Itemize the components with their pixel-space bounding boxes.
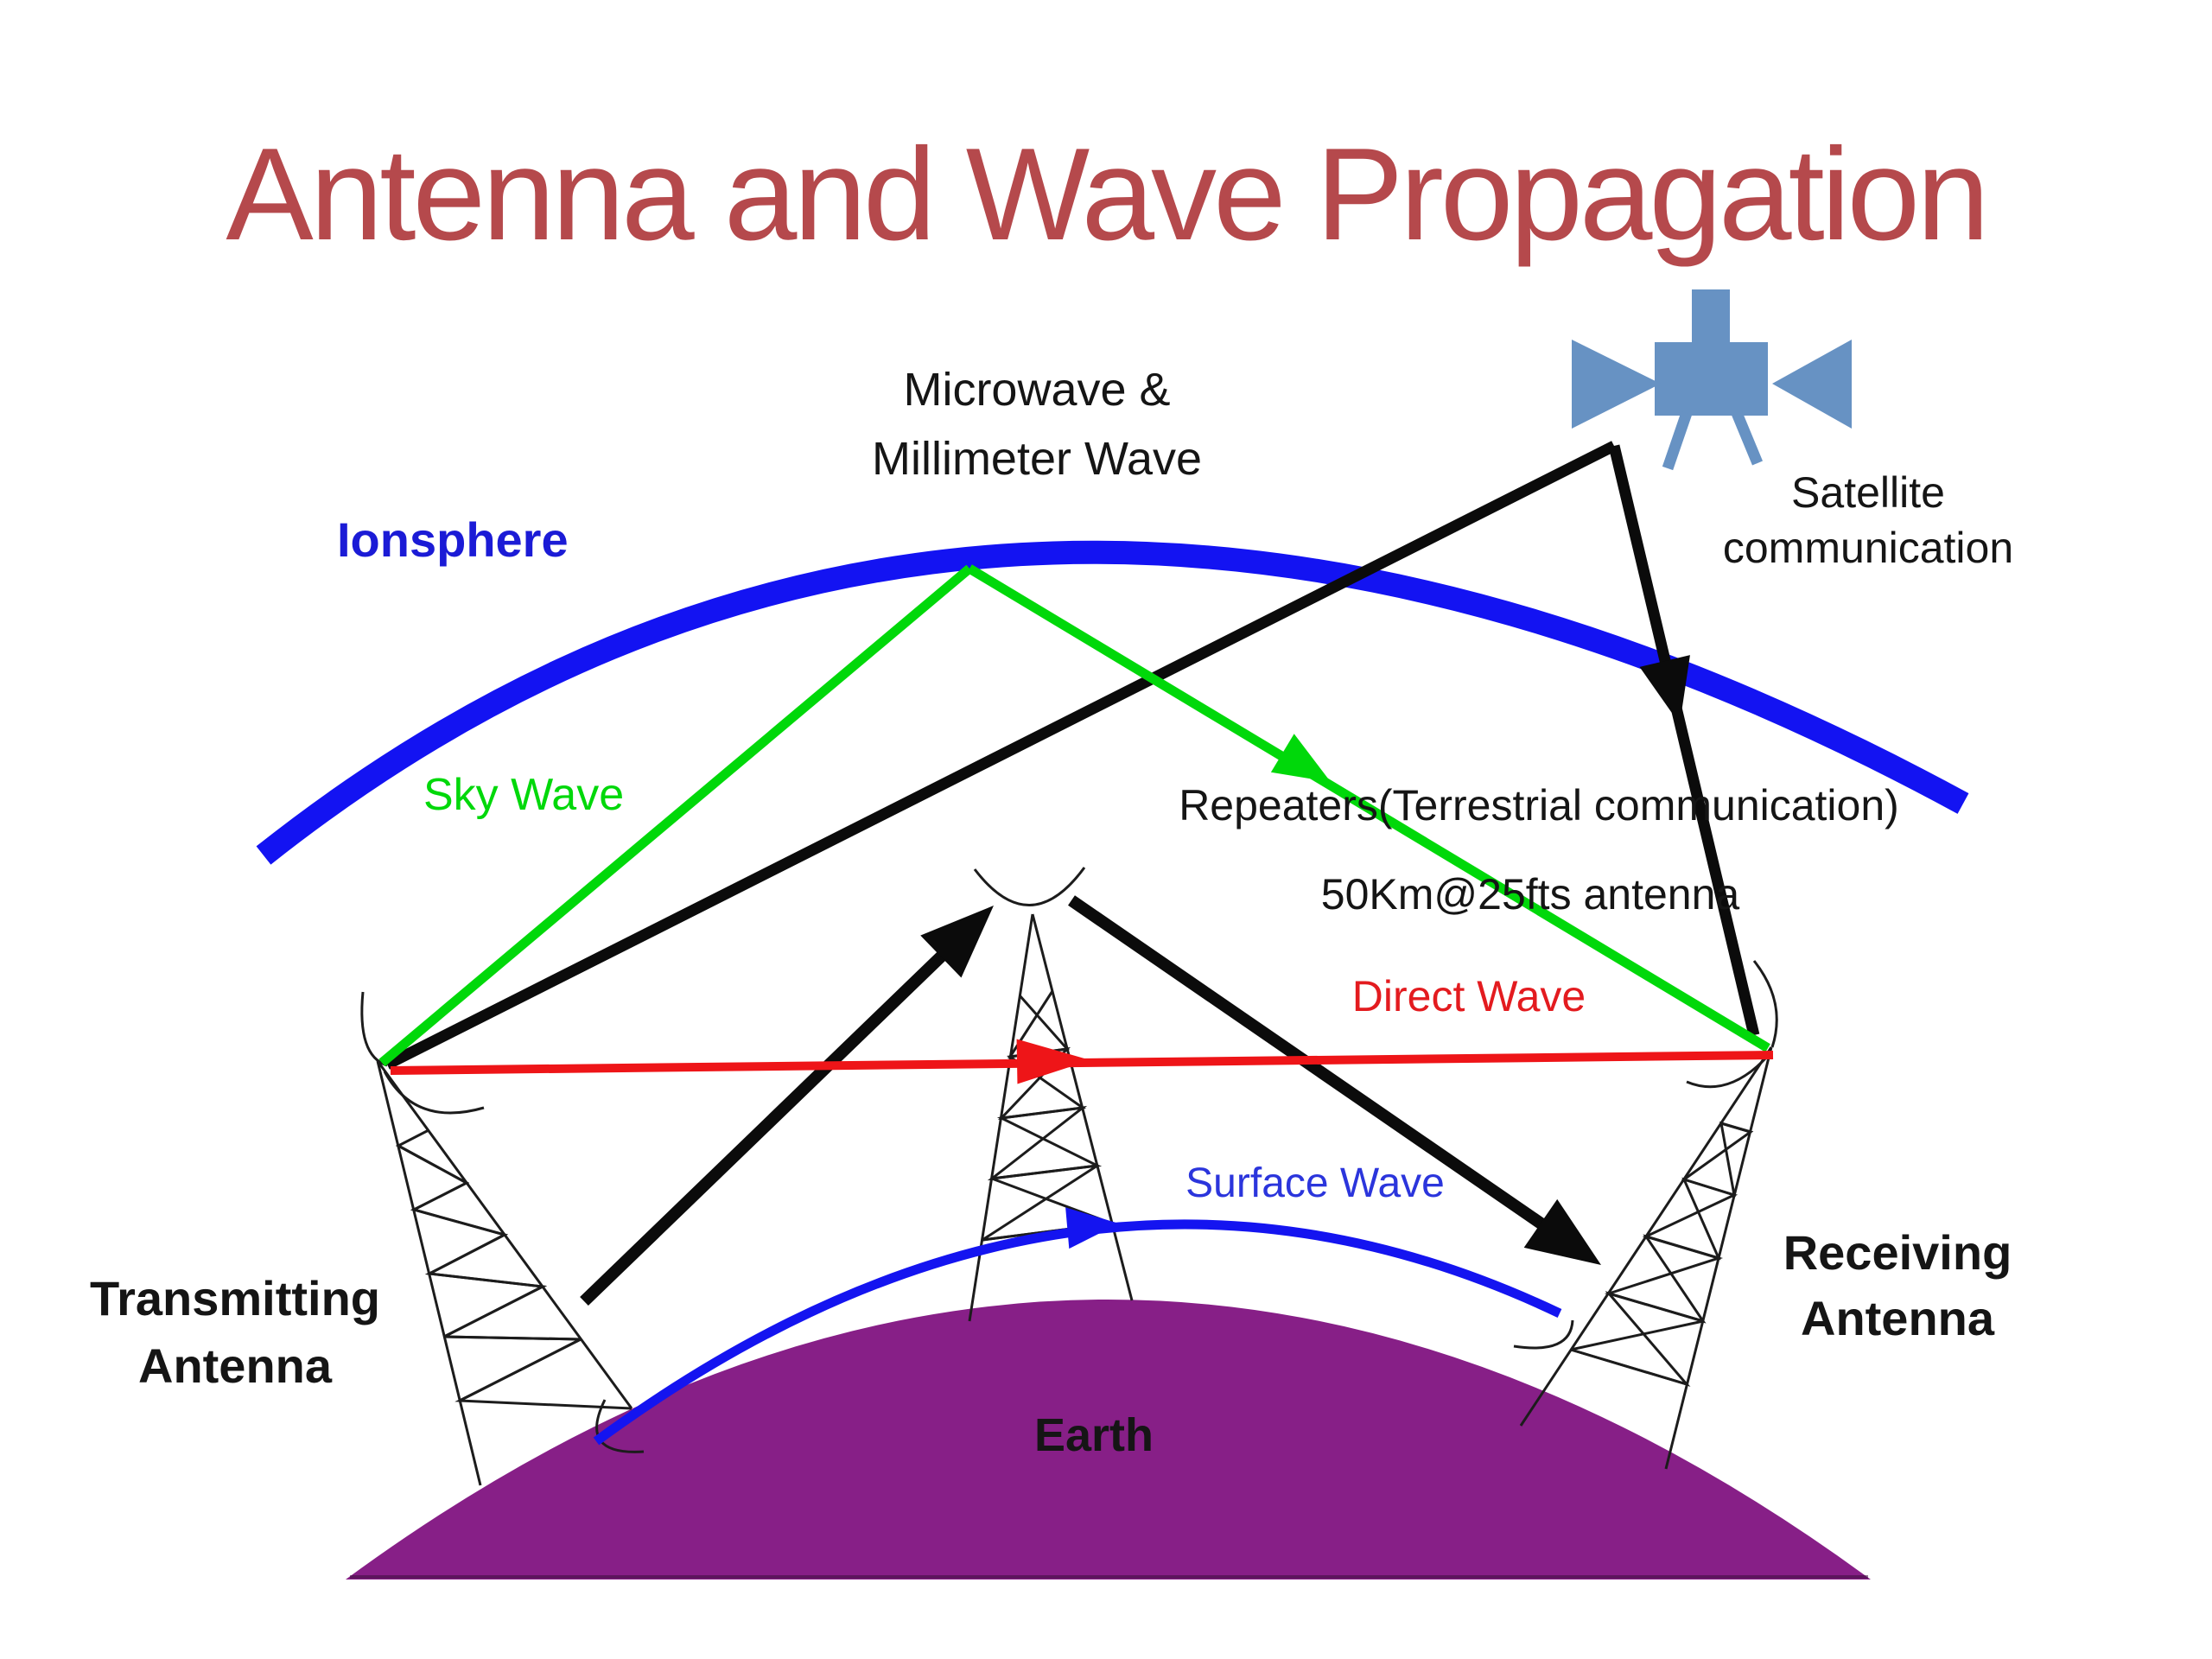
repeater-downlink-arrow-shaft xyxy=(1068,895,1554,1236)
repeater-dish-cup xyxy=(973,867,1086,906)
ionosphere-label: Ionsphere xyxy=(337,512,569,567)
receiving-tower xyxy=(1513,960,1778,1470)
satellite-uplink-line xyxy=(385,441,1617,1070)
receiving-label-line2: Antenna xyxy=(1801,1291,1994,1346)
direct-wave-arrowhead xyxy=(1016,1039,1090,1084)
surface-wave-arrowhead xyxy=(1065,1207,1119,1249)
repeater-uplink-arrow-shaft xyxy=(580,930,968,1306)
microwave-label: Microwave & Millimeter Wave xyxy=(872,356,1202,494)
sky-wave-label: Sky Wave xyxy=(423,770,625,820)
antenna-spec-label: 50Km@25fts antenna xyxy=(1320,870,1740,918)
sky-wave-arrowhead xyxy=(1270,734,1331,782)
microwave-line1: Microwave & xyxy=(903,364,1171,416)
sky-wave-path xyxy=(378,564,1770,1067)
satellite-link-path xyxy=(385,441,1760,1070)
surface-wave-end-hook xyxy=(1513,1319,1574,1350)
satellite-top-stub xyxy=(1692,289,1730,350)
repeater-tower xyxy=(968,867,1134,1322)
satellite-downlink-arrowhead xyxy=(1639,655,1690,724)
satellite-left-leg xyxy=(1662,410,1693,471)
repeater-uplink-arrowhead xyxy=(920,906,994,978)
satellite-label-line2: communication xyxy=(1722,524,2014,572)
satellite-left-panel xyxy=(1572,340,1661,429)
transmitting-label-line2: Antenna xyxy=(138,1338,332,1394)
surface-wave-label: Surface Wave xyxy=(1185,1160,1445,1206)
repeaters-label: Repeaters(Terrestrial communication) xyxy=(1179,781,1899,830)
transmitting-dish-cup xyxy=(360,991,388,1067)
satellite-body xyxy=(1655,342,1768,416)
sky-wave-down-segment xyxy=(967,564,1770,1052)
repeater-downlink-arrowhead xyxy=(1523,1198,1601,1265)
transmitting-tower xyxy=(360,991,645,1486)
direct-wave-label: Direct Wave xyxy=(1351,972,1586,1020)
sky-wave-up-segment xyxy=(378,564,973,1067)
microwave-line2: Millimeter Wave xyxy=(871,432,1203,485)
satellite-label-line1: Satellite xyxy=(1791,468,1945,517)
receiving-label-line1: Receiving xyxy=(1783,1225,2012,1280)
satellite-downlink-line xyxy=(1608,444,1760,1037)
receiving-dish-cup xyxy=(1752,960,1778,1048)
satellite-communication-label: Satellite communication xyxy=(1723,465,2013,575)
earth-label: Earth xyxy=(1033,1409,1154,1461)
slide-title: Antenna and Wave Propagation xyxy=(226,121,1989,268)
transmitting-label-line1: Transmitting xyxy=(89,1271,381,1325)
satellite-right-leg xyxy=(1731,410,1764,466)
satellite-icon xyxy=(1572,289,1852,471)
earth-shape xyxy=(346,1300,1871,1580)
transmitting-dish-swoosh xyxy=(383,1071,485,1115)
satellite-right-panel xyxy=(1772,340,1852,429)
